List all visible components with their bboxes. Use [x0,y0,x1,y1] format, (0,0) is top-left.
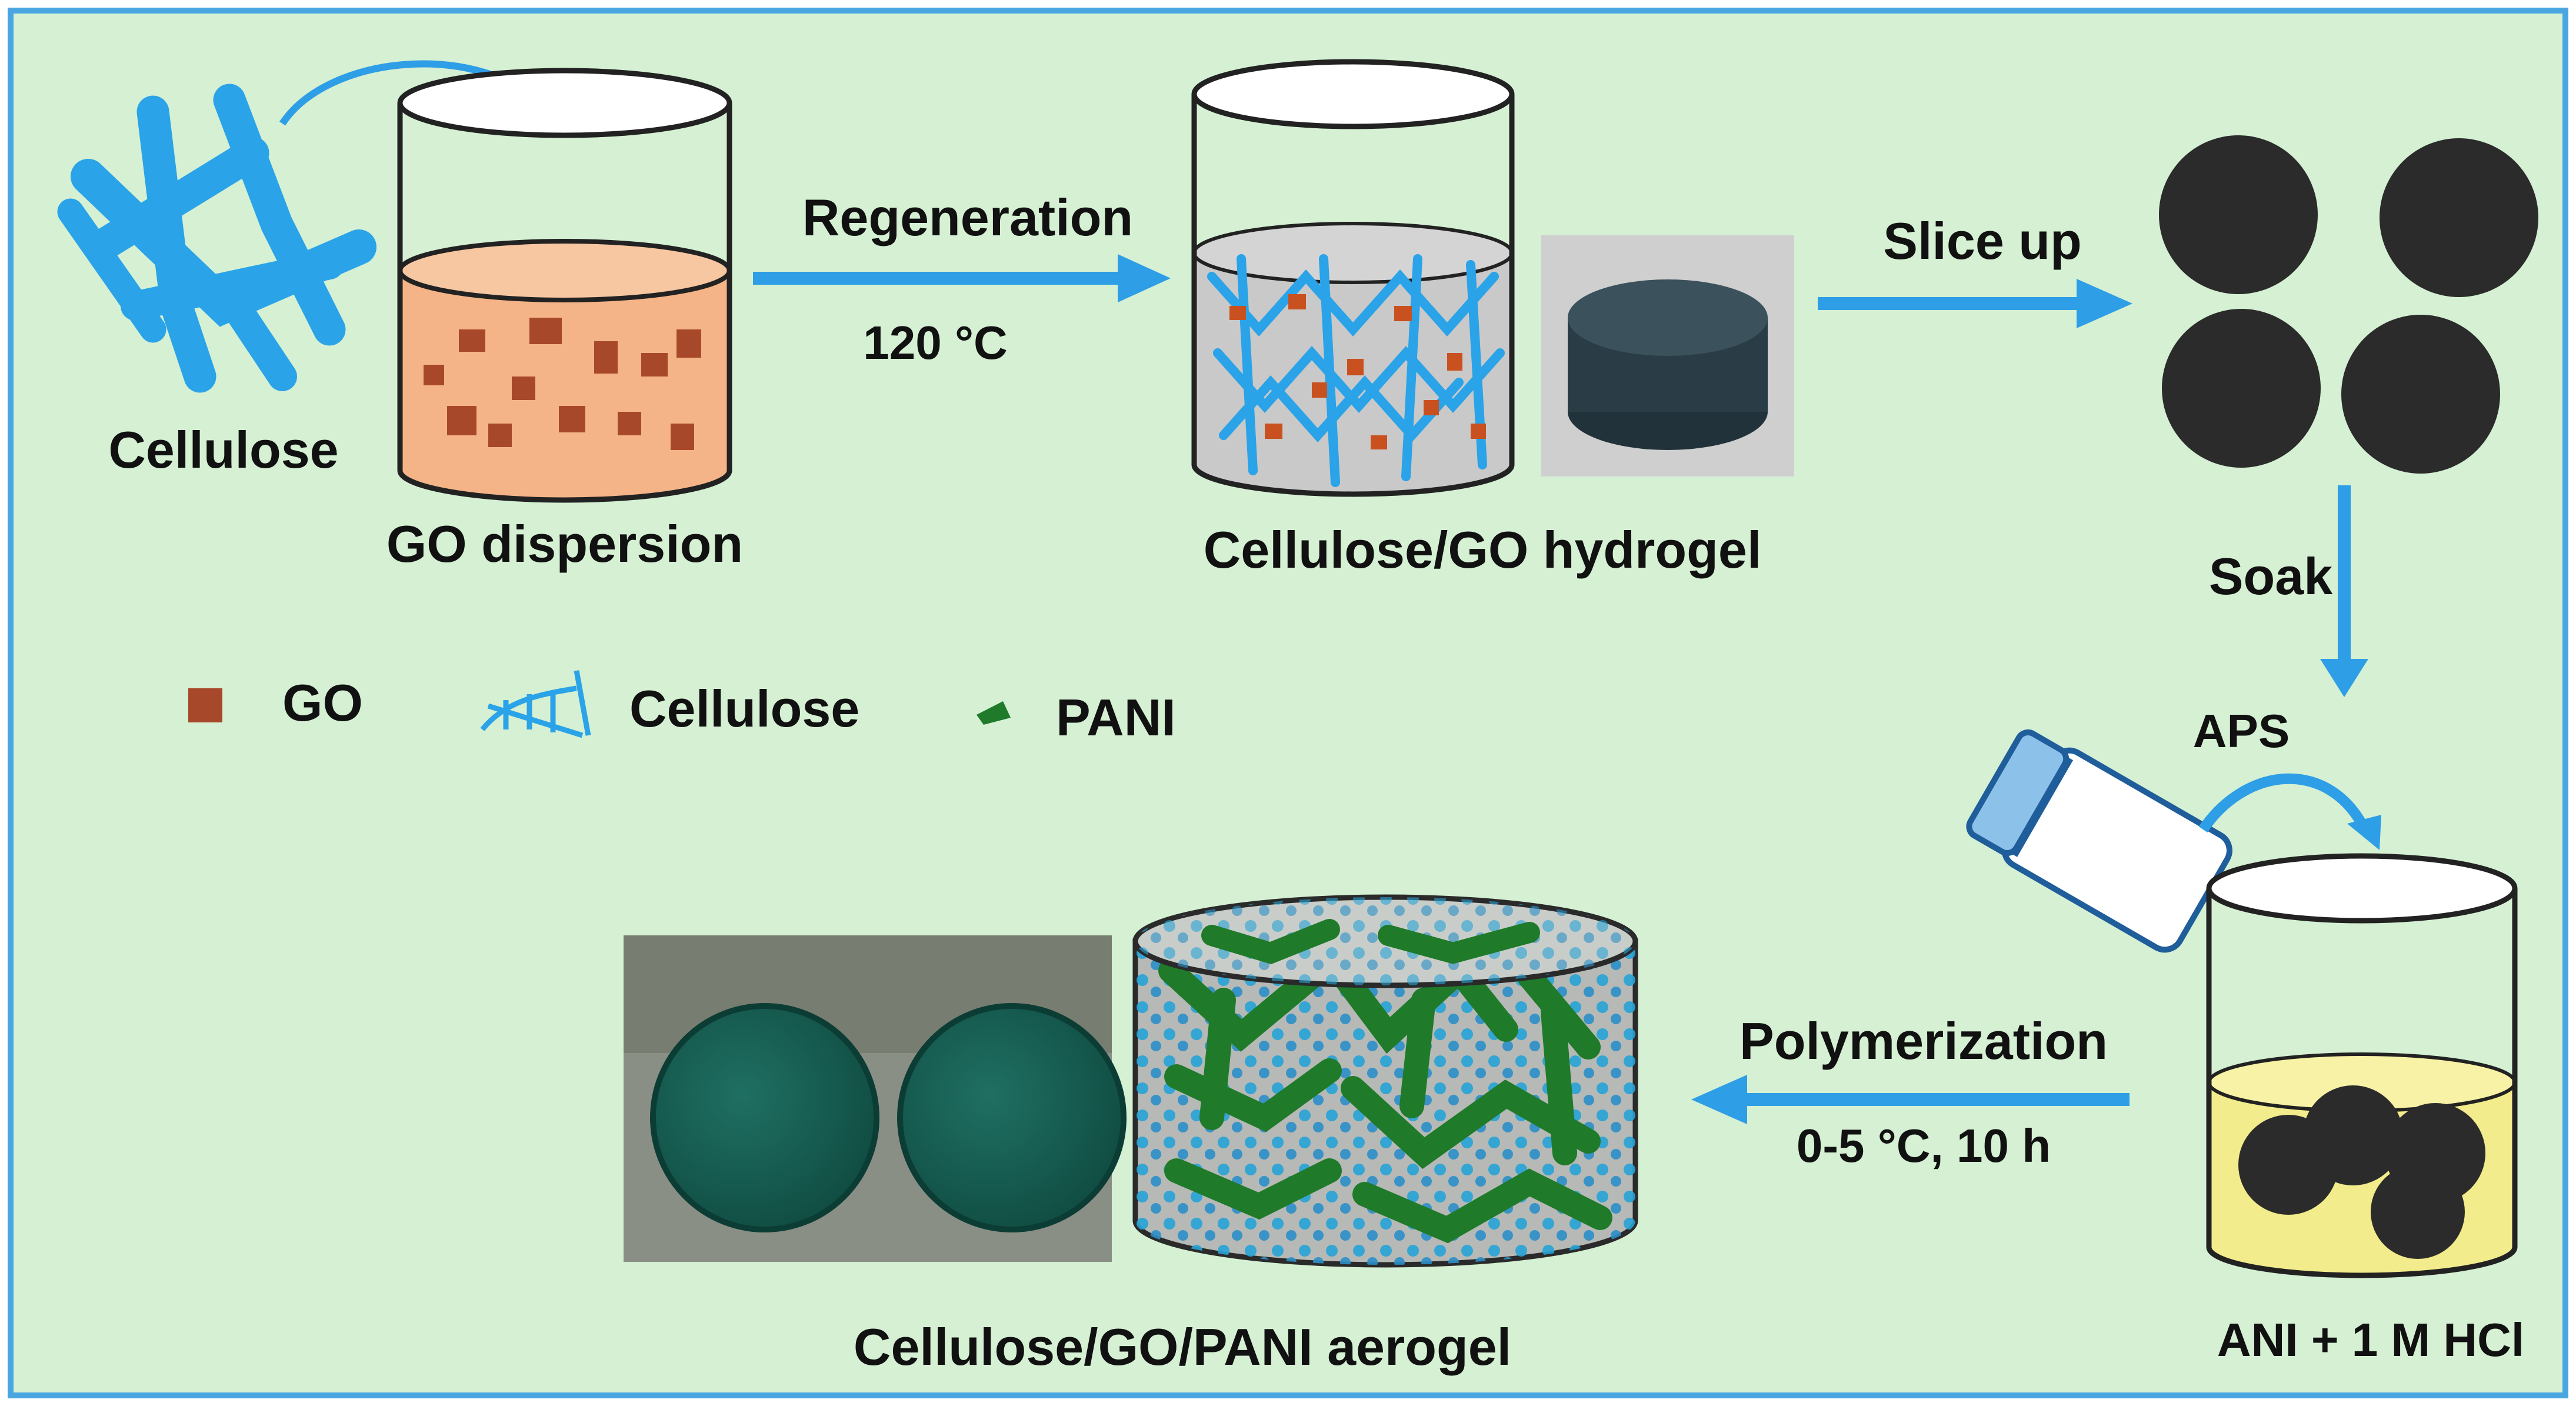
pour-arrow-icon [2198,773,2370,833]
cellulose-fibers-icon [57,84,376,393]
label-go-dispersion: GO dispersion [386,515,743,573]
arrow-regeneration [753,254,1171,302]
label-regeneration: Regeneration [802,188,1133,246]
cellulose-fiber-icon [480,670,591,738]
label-aerogel: Cellulose/GO/PANI aerogel [854,1318,1511,1376]
legend-item-cellulose: Cellulose [480,670,859,738]
pani-coated-fibers [1158,952,1612,1244]
sliced-discs [2159,135,2538,474]
arrow-slice-up [1818,279,2132,328]
legend-item-pani: PANI [977,688,1176,747]
label-slice-up: Slice up [1883,212,2081,270]
hydrogel-photo [1541,235,1794,477]
pani-particle-icon [977,701,1011,725]
label-temp-120: 120 °C [863,316,1007,369]
label-cellulose: Cellulose [108,421,338,479]
label-polymerization: Polymerization [1739,1012,2108,1070]
label-temp-time: 0-5 °C, 10 h [1797,1120,2051,1172]
label-ani-hcl: ANI + 1 M HCl [2217,1314,2524,1366]
aerogel-cylinder [1132,894,1638,1268]
arrow-polymerization [1691,1075,2130,1124]
beaker-go-dispersion [397,68,732,503]
legend-label-cellulose: Cellulose [629,679,859,738]
go-flakes [424,318,701,450]
aps-bottle-icon [1966,729,2232,953]
legend: GO Cellulose PANI [188,670,1176,747]
beaker-ani-hcl [2206,853,2518,1278]
label-hydrogel: Cellulose/GO hydrogel [1204,521,1762,579]
legend-label-go: GO [282,674,363,732]
beaker-hydrogel [1191,59,1515,497]
aerogel-photo [624,935,1127,1262]
legend-label-pani: PANI [1056,688,1176,747]
legend-item-go: GO [188,674,363,732]
go-flake-icon [188,688,222,722]
label-soak: Soak [2209,547,2333,605]
arrow-soak [2320,485,2368,697]
cellulose-network [1207,254,1505,487]
label-aps: APS [2193,705,2290,757]
go-flakes [1229,294,1486,449]
